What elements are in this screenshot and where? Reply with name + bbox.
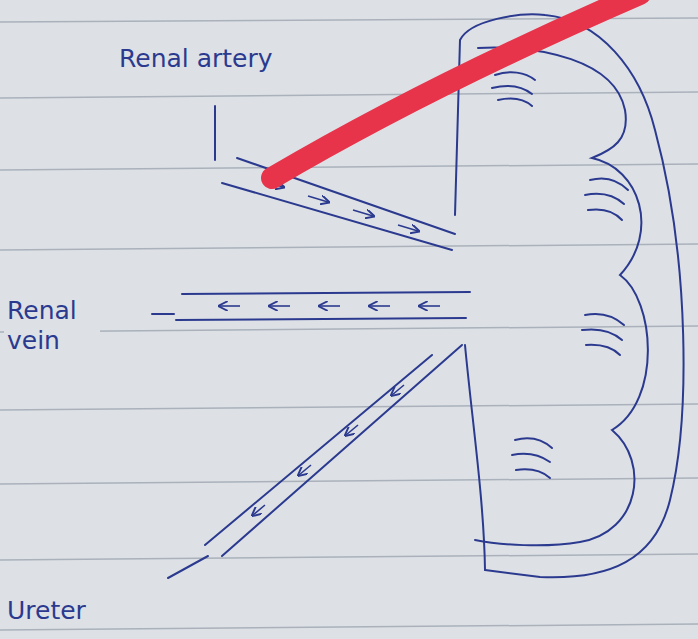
- part-label: Renal vein: [4, 296, 100, 356]
- flow-arrows: [220, 181, 440, 515]
- part-label: Ureter: [4, 596, 89, 626]
- marker-stroke: [272, 0, 640, 178]
- part-label: Renal artery: [116, 44, 276, 74]
- ruled-lines: [0, 18, 698, 630]
